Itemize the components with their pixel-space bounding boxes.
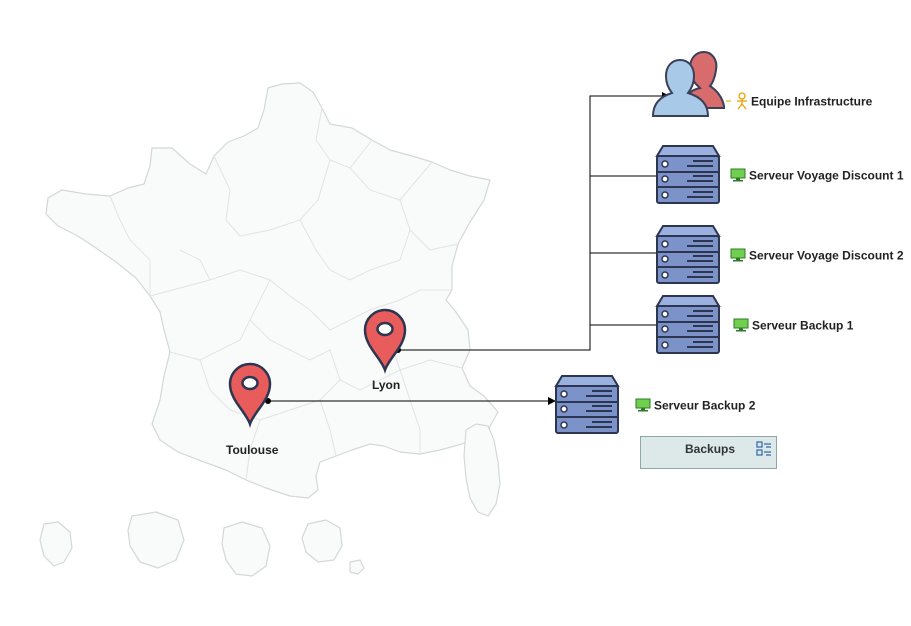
backup1-node-text: Serveur Backup 1	[752, 318, 854, 333]
backup2-node-label[interactable]: Serveur Backup 2	[635, 398, 755, 415]
server-rack-icon[interactable]	[554, 375, 620, 434]
monitor-icon	[730, 168, 746, 185]
connector-lyon-trunk	[398, 95, 670, 351]
server2-node-text: Serveur Voyage Discount 2	[749, 248, 904, 263]
actor-icon	[726, 92, 748, 113]
monitor-icon	[635, 398, 651, 415]
arrowhead-backup2	[548, 397, 556, 405]
toulouse-label: Toulouse	[226, 443, 279, 457]
server-rack-icon[interactable]	[655, 295, 721, 354]
team-node-text: Equipe Infrastructure	[751, 94, 873, 109]
lyon-pin-icon[interactable]	[363, 308, 407, 374]
monitor-icon	[730, 248, 746, 265]
toulouse-pin-icon[interactable]	[228, 362, 272, 428]
server1-node-label[interactable]: Serveur Voyage Discount 1	[730, 168, 904, 185]
server1-node-text: Serveur Voyage Discount 1	[749, 168, 904, 183]
backup1-node-label[interactable]: Serveur Backup 1	[733, 318, 853, 335]
people-icon[interactable]	[651, 50, 725, 117]
backups-group-title: Backups	[685, 442, 736, 456]
lyon-label: Lyon	[372, 378, 401, 392]
server-rack-icon[interactable]	[655, 225, 721, 284]
backups-group[interactable]: Backups	[640, 436, 777, 469]
backup2-node-text: Serveur Backup 2	[654, 398, 756, 413]
france-map	[39, 82, 501, 577]
server-rack-icon[interactable]	[655, 145, 721, 204]
monitor-icon	[733, 318, 749, 335]
group-list-icon	[756, 441, 772, 462]
team-node-label[interactable]: Equipe Infrastructure	[726, 92, 872, 113]
server2-node-label[interactable]: Serveur Voyage Discount 2	[730, 248, 904, 265]
region-borders	[109, 107, 463, 481]
